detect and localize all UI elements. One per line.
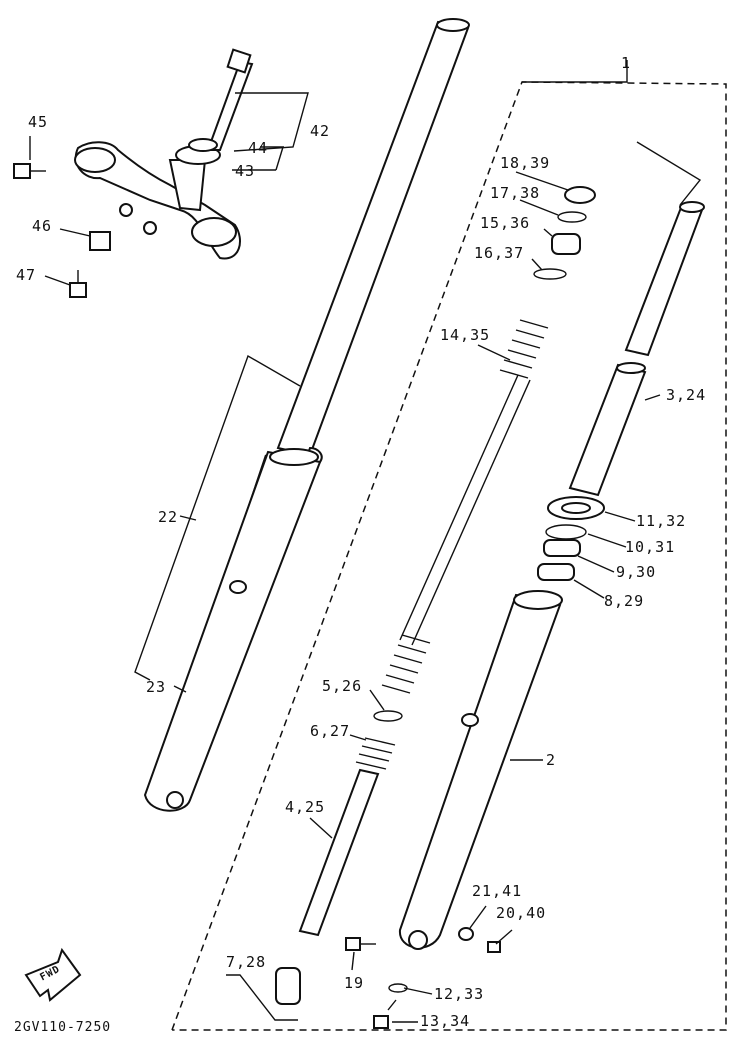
inner-tube-22 [276,18,470,457]
screw-20 [487,941,501,953]
oil-lock-7 [275,967,301,1005]
damper-rod-4 [298,768,380,937]
clamp-46 [89,231,111,251]
callout-17-38: 17,38 [490,184,541,202]
callout-7-28: 7,28 [226,953,267,971]
assembly-boundary [171,60,727,1031]
callout-23: 23 [146,678,167,696]
spring-14 [381,319,549,694]
clip-10 [545,524,587,540]
outer-tube-2 [398,590,563,950]
callout-42: 42 [310,122,331,140]
drawing-code: 2GV110-7250 [14,1020,112,1035]
callout-15-36: 15,36 [480,214,531,232]
callout-2: 2 [546,751,557,769]
callout-19: 19 [344,974,365,992]
callout-45: 45 [28,113,49,131]
callout-14-35: 14,35 [440,326,491,344]
callout-4-25: 4,25 [285,798,326,816]
outer-tube-23 [143,446,323,812]
under-bracket [74,48,254,260]
callout-46: 46 [32,217,53,235]
oring-16 [533,268,567,280]
fork-tube-3 [568,362,647,497]
callout-16-37: 16,37 [474,244,525,262]
leader-lines [29,92,702,1023]
callout-1: 1 [621,54,632,72]
cap-18 [564,186,596,204]
fork-tube-upper [624,201,705,357]
callout-3-24: 3,24 [666,386,707,404]
washer-5 [373,710,403,722]
bolt-19 [345,937,376,951]
callout-9-30: 9,30 [616,563,657,581]
callout-12-33: 12,33 [434,985,485,1003]
callout-47: 47 [16,266,37,284]
bolt-45 [13,163,46,179]
oil-seal-11 [547,496,605,520]
callout-8-29: 8,29 [604,592,645,610]
callout-44: 44 [248,139,269,157]
bushing-8 [537,563,575,581]
oring-17 [557,211,587,223]
callout-18-39: 18,39 [500,154,551,172]
callout-21-41: 21,41 [472,882,523,900]
bolt-47 [69,270,87,298]
callout-5-26: 5,26 [322,677,363,695]
fwd-arrow-icon [24,947,82,1002]
callout-10-31: 10,31 [625,538,676,556]
washer-21 [458,927,474,941]
callout-43: 43 [235,162,256,180]
callout-13-34: 13,34 [420,1012,471,1030]
washer-9 [543,539,581,557]
callout-6-27: 6,27 [310,722,351,740]
callout-11-32: 11,32 [636,512,687,530]
cap-bolt-15 [551,233,581,255]
callout-22: 22 [158,508,179,526]
rebound-spring-6 [355,737,396,770]
callout-20-40: 20,40 [496,904,547,922]
bolt-13 [373,999,397,1029]
